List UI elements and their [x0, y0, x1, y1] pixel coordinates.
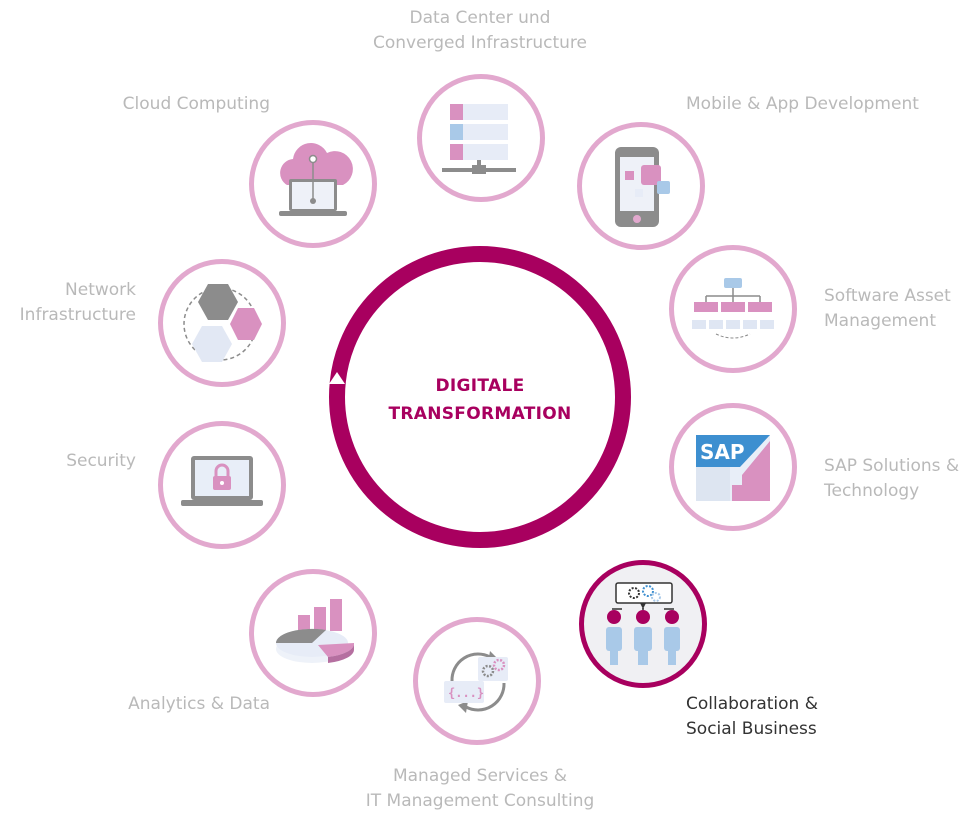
- label-network[interactable]: Network Infrastructure: [10, 278, 136, 328]
- center-title-line-2: TRANSFORMATION: [388, 404, 572, 424]
- ring-notch: [329, 372, 345, 384]
- label-cloud-line-1: Cloud Computing: [122, 94, 270, 114]
- center-title: DIGITALE TRANSFORMATION: [350, 372, 610, 428]
- node-security[interactable]: [158, 421, 286, 549]
- node-sap[interactable]: SAP: [669, 403, 797, 531]
- node-mobile[interactable]: [577, 122, 705, 250]
- label-collaboration-line-1: Collaboration &: [686, 694, 818, 714]
- node-managed-services[interactable]: {...}: [413, 617, 541, 745]
- server-rack-icon: [442, 104, 516, 174]
- hexagon-network-icon: [183, 284, 262, 362]
- sap-logo-icon: SAP: [696, 435, 770, 501]
- label-managed-services-line-1: Managed Services &: [392, 766, 568, 786]
- label-data-center-line-1: Data Center und: [409, 8, 551, 28]
- label-sap-line-2: Technology: [824, 481, 920, 501]
- node-collaboration[interactable]: [579, 560, 707, 688]
- people-collaboration-icon: [606, 582, 680, 665]
- label-sap[interactable]: SAP Solutions & Technology: [824, 454, 959, 504]
- label-collaboration-line-2: Social Business: [686, 719, 817, 739]
- label-network-line-2: Infrastructure: [19, 305, 136, 325]
- service-cycle-icon: {...}: [444, 651, 508, 713]
- label-analytics[interactable]: Analytics & Data: [60, 692, 270, 717]
- label-software-asset[interactable]: Software Asset Management: [824, 284, 951, 334]
- label-analytics-line-1: Analytics & Data: [128, 694, 270, 714]
- label-mobile-line-1: Mobile & App Development: [686, 94, 919, 114]
- smartphone-icon: [615, 147, 670, 227]
- charts-icon: [275, 599, 355, 663]
- svg-text:{...}: {...}: [448, 686, 484, 700]
- label-managed-services-line-2: IT Management Consulting: [365, 791, 595, 811]
- node-analytics[interactable]: [249, 569, 377, 697]
- org-chart-icon: [692, 278, 774, 339]
- label-security-line-1: Security: [66, 451, 136, 471]
- label-software-asset-line-2: Management: [824, 311, 936, 331]
- label-managed-services[interactable]: Managed Services & IT Management Consult…: [330, 764, 630, 814]
- label-software-asset-line-1: Software Asset: [824, 286, 951, 306]
- center-title-line-1: DIGITALE: [435, 376, 525, 396]
- label-collaboration[interactable]: Collaboration & Social Business: [686, 692, 818, 742]
- label-mobile[interactable]: Mobile & App Development: [686, 92, 919, 117]
- label-sap-line-1: SAP Solutions &: [824, 456, 960, 476]
- node-data-center[interactable]: [417, 74, 545, 202]
- node-software-asset[interactable]: [669, 245, 797, 373]
- cloud-laptop-icon: [279, 143, 353, 216]
- node-cloud[interactable]: [249, 120, 377, 248]
- svg-text:SAP: SAP: [700, 440, 745, 464]
- label-data-center-line-2: Converged Infrastructure: [372, 33, 588, 53]
- node-network[interactable]: [158, 259, 286, 387]
- label-data-center[interactable]: Data Center und Converged Infrastructure: [330, 6, 630, 56]
- label-network-line-1: Network: [65, 280, 136, 300]
- laptop-lock-icon: [181, 456, 263, 506]
- label-security[interactable]: Security: [30, 449, 136, 474]
- label-cloud[interactable]: Cloud Computing: [60, 92, 270, 117]
